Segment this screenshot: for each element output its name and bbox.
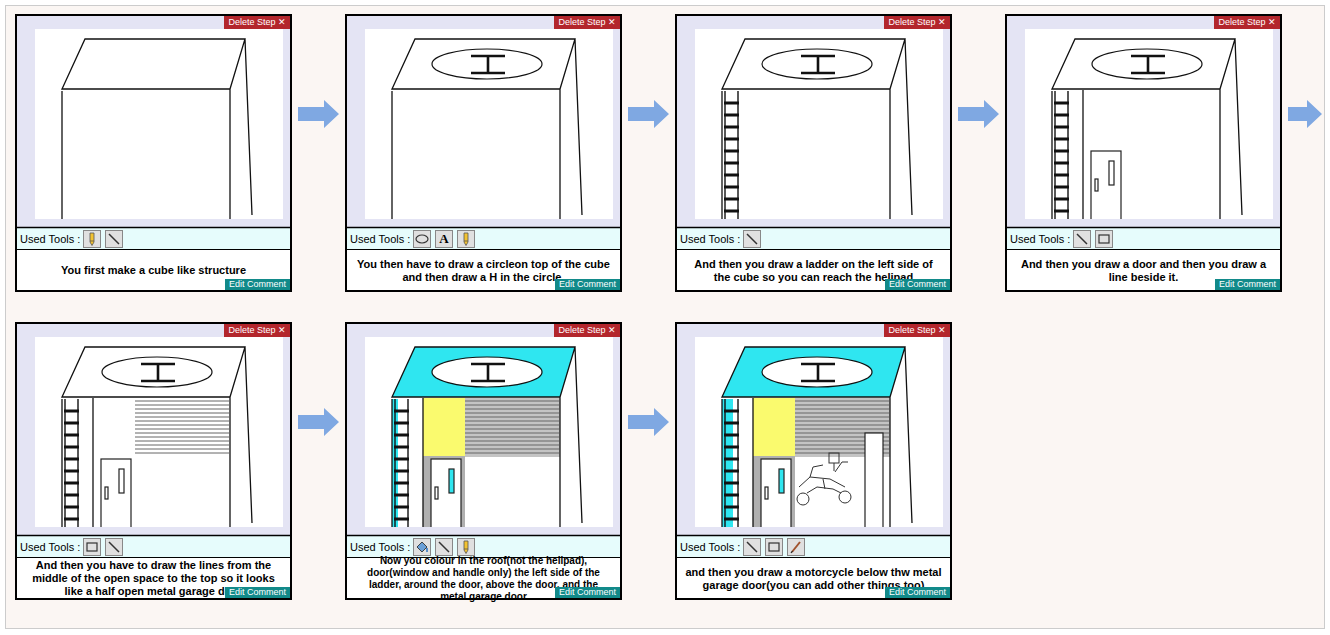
used-tools-label: Used Tools : — [350, 233, 410, 245]
edit-comment-button: Edit Comment — [1215, 279, 1280, 290]
delete-step-button: Delete Step ✕ — [884, 16, 950, 29]
edit-comment-button: Edit Comment — [885, 279, 950, 290]
step-card: Used Tools : You first make a cube like s… — [15, 14, 292, 292]
delete-step-text: Delete Step ✕ — [888, 17, 946, 27]
tools-bar-label: Used Tools : — [20, 231, 80, 247]
delete-step-text: Delete Step ✕ — [558, 17, 616, 27]
used-tools-label: Used Tools : — [1010, 233, 1070, 245]
edit-comment-button: Edit Comment — [225, 279, 290, 290]
edit-comment-button: Edit Comment — [555, 587, 620, 598]
delete-step-text: Delete Step ✕ — [888, 325, 946, 335]
tools-bar-label: Used Tools : — [20, 539, 80, 555]
step-arrow — [298, 100, 339, 128]
edit-comment-text: Edit Comment — [229, 279, 286, 289]
step-arrow — [958, 100, 999, 128]
step-card: Used Tools :And then you draw a door and… — [1005, 14, 1282, 292]
edit-comment-text: Edit Comment — [229, 587, 286, 597]
used-tools-label: Used Tools : — [20, 233, 80, 245]
tools-bar-label: Used Tools : — [680, 539, 740, 555]
edit-comment-button: Edit Comment — [555, 279, 620, 290]
used-tools-label: Used Tools : — [20, 541, 80, 553]
step-card: Used Tools :And then you have to draw th… — [15, 322, 292, 600]
step-card: Used Tools :And then you draw a ladder o… — [675, 14, 952, 292]
step-arrow — [628, 100, 669, 128]
delete-step-button: Delete Step ✕ — [884, 324, 950, 337]
step-card: Used Tools :You then have to draw a circ… — [345, 14, 622, 292]
edit-comment-text: Edit Comment — [889, 279, 946, 289]
continue-arrow — [1288, 100, 1322, 128]
edit-comment-text: Edit Comment — [559, 279, 616, 289]
tools-bar-label: Used Tools : — [350, 231, 410, 247]
used-tools-label: Used Tools : — [680, 541, 740, 553]
tools-bar-label: Used Tools : — [1010, 231, 1070, 247]
step-arrow — [298, 408, 339, 436]
delete-step-button: Delete Step ✕ — [554, 324, 620, 337]
delete-step-text: Delete Step ✕ — [1218, 17, 1276, 27]
tools-bar-label: Used Tools : — [680, 231, 740, 247]
step-card: Used Tools :and then you draw a motorcyc… — [675, 322, 952, 600]
delete-step-button: Delete Step ✕ — [224, 16, 290, 29]
tools-bar-label: Used Tools : — [350, 539, 410, 555]
delete-step-button: Delete Step ✕ — [554, 16, 620, 29]
step-comment: You first make a cube like structure — [61, 264, 246, 277]
edit-comment-text: Edit Comment — [889, 587, 946, 597]
delete-step-button: Delete Step ✕ — [1214, 16, 1280, 29]
step-arrow — [628, 408, 669, 436]
edit-comment-text: Edit Comment — [1219, 279, 1276, 289]
used-tools-label: Used Tools : — [350, 541, 410, 553]
delete-step-text: Delete Step ✕ — [558, 325, 616, 335]
edit-comment-text: Edit Comment — [559, 587, 616, 597]
text-tool-icon-letter: A — [435, 230, 453, 248]
step-card: Used Tools :Now you colour in the roof(n… — [345, 322, 622, 600]
edit-comment-button: Edit Comment — [225, 587, 290, 598]
used-tools-label: Used Tools : — [680, 233, 740, 245]
delete-step-button: Delete Step ✕ — [224, 324, 290, 337]
edit-comment-button: Edit Comment — [885, 587, 950, 598]
delete-step-text: Delete Step ✕ — [228, 325, 286, 335]
delete-step-text: Delete Step ✕ — [228, 17, 286, 27]
